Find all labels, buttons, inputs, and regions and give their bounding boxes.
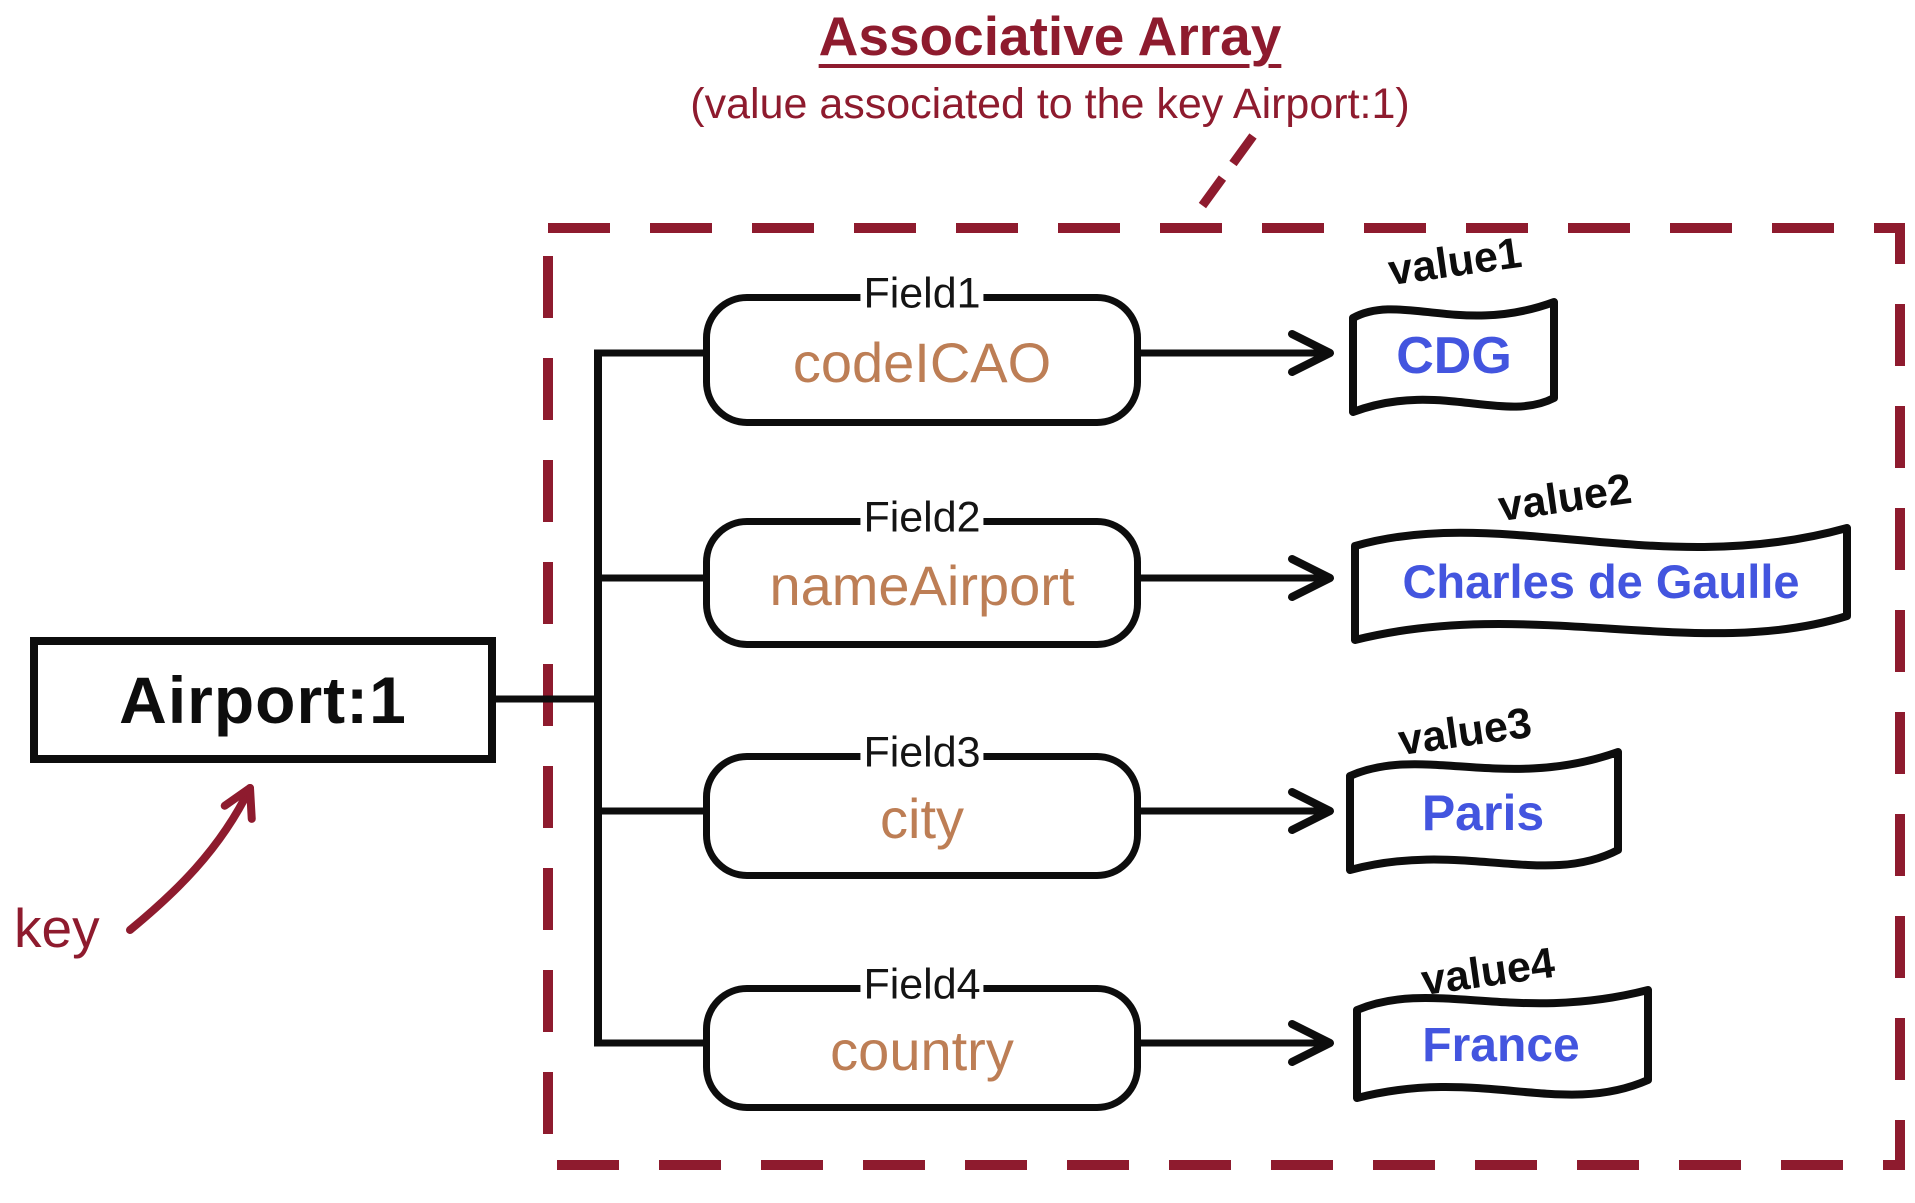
value1-flag-shape: [1349, 298, 1558, 416]
diagram-title: Associative Array: [620, 4, 1480, 68]
field2-box: Field2 nameAirport: [703, 493, 1141, 648]
subtitle-dashed-pointer: [1193, 133, 1257, 216]
diagram-title-text: Associative Array: [818, 5, 1282, 67]
value4-text: France: [1422, 1019, 1580, 1072]
field4-box: Field4 country: [703, 960, 1141, 1111]
key-annotation-arrow: [126, 784, 256, 934]
field3-name: city: [880, 786, 964, 850]
field4-label: Field4: [860, 960, 984, 1010]
value2-text: Charles de Gaulle: [1402, 555, 1800, 608]
field1-label: Field1: [860, 269, 984, 319]
key-annotation-label: key: [14, 897, 100, 959]
field2-name: nameAirport: [769, 553, 1075, 617]
value4-flag-shape: [1353, 986, 1652, 1102]
field4-name: country: [830, 1018, 1014, 1082]
field1-box: Field1 codeICAO: [703, 269, 1141, 426]
value2-flag-shape: [1351, 524, 1851, 644]
field3-label: Field3: [860, 728, 984, 778]
key-box: Airport:1: [30, 637, 496, 763]
field2-label: Field2: [860, 493, 984, 543]
field3-box: Field3 city: [703, 728, 1141, 879]
key-box-label: Airport:1: [119, 663, 407, 737]
field1-name: codeICAO: [792, 330, 1052, 394]
value3-flag-shape: [1346, 748, 1622, 874]
diagram-subtitle: (value associated to the key Airport:1): [690, 80, 1410, 128]
value1-text: CDG: [1396, 327, 1512, 385]
value3-text: Paris: [1421, 785, 1545, 841]
